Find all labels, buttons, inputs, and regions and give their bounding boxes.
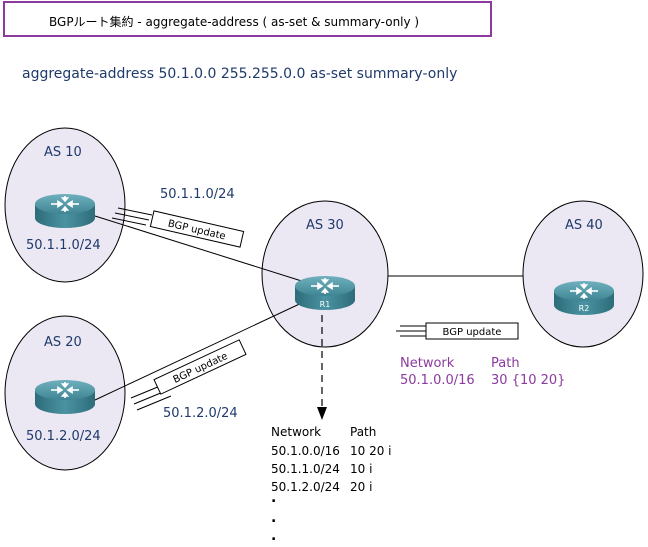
as30-label: AS 30 [306,218,344,233]
link-as20-r1 [94,299,309,401]
update-as40-label: BGP update [443,327,502,338]
as40-boundary [522,200,644,348]
table-header-path: Path [350,425,376,439]
table-row-3-network: 50.1.2.0/24 [271,480,340,494]
r2-label: R2 [579,304,590,313]
table-row-2-path: 10 i [350,462,372,476]
table-row-2-network: 50.1.1.0/24 [271,462,340,476]
link-as10-r1 [94,215,309,284]
advertised-network: 50.1.0.0/16 [400,373,475,388]
update-as10-prefix: 50.1.1.0/24 [160,187,235,202]
table-row-1-path: 10 20 i [350,444,392,458]
page-title: BGPルート集約 - aggregate-address ( as-set & … [49,15,420,29]
table-row-1-network: 50.1.0.0/16 [271,444,340,458]
advertised-network-header: Network [400,356,455,371]
as30-boundary [261,200,389,348]
command-text: aggregate-address 50.1.0.0 255.255.0.0 a… [22,66,458,82]
as10-network: 50.1.1.0/24 [26,238,101,253]
update-as20-prefix: 50.1.2.0/24 [163,406,238,421]
table-ellipsis-3: . [271,528,276,544]
as40-label: AS 40 [565,218,603,233]
update-as40-box [425,322,519,340]
advertised-path-header: Path [491,356,520,371]
r1-label: R1 [320,300,331,309]
router-as20-icon [34,379,96,415]
table-arrow-head [317,407,327,420]
update-as40-lines [396,325,426,337]
router-as10-icon [34,193,96,229]
update-as20-box: BGP update [153,339,247,395]
table-ellipsis-1: . [271,490,276,506]
as20-network: 50.1.2.0/24 [26,429,101,444]
update-as10-box: BGP update [149,210,245,248]
update-as10-lines [111,207,153,226]
table-ellipsis-2: . [271,510,276,526]
as20-label: AS 20 [44,335,82,350]
table-row-3-path: 20 i [350,480,372,494]
advertised-path: 30 {10 20} [491,373,565,388]
title-box: BGPルート集約 - aggregate-address ( as-set & … [3,1,492,37]
as10-label: AS 10 [44,145,82,160]
table-header-network: Network [271,425,321,439]
